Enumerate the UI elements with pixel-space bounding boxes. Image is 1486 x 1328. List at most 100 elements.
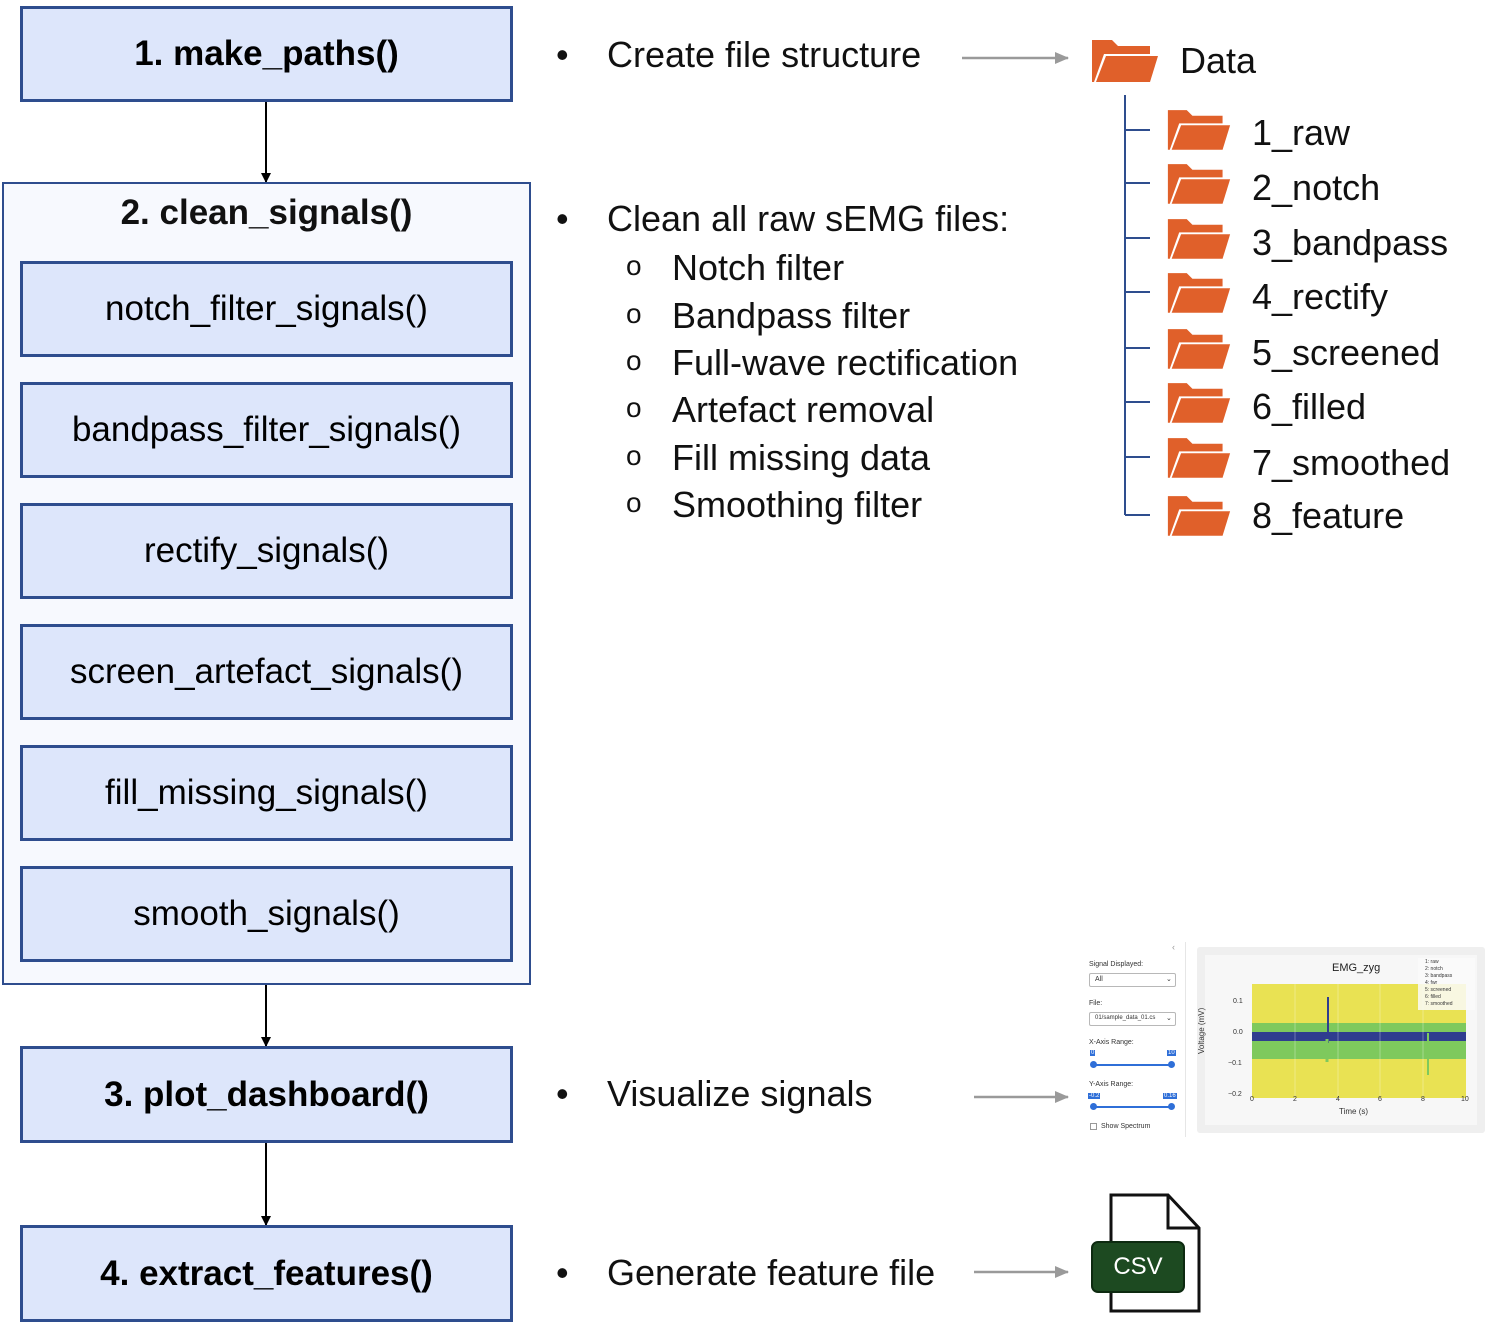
- x-range-max-value: 10: [1167, 1050, 1176, 1056]
- signal-select[interactable]: All ⌄: [1089, 973, 1176, 987]
- folder-label-screened: 5_screened: [1252, 332, 1441, 373]
- clean-item-fill: Fill missing data: [672, 437, 931, 478]
- clean-item-bandpass: Bandpass filter: [672, 295, 911, 336]
- y-range-min-value: -0.2: [1088, 1093, 1101, 1099]
- make-paths-label: 1. make_paths(): [134, 34, 399, 73]
- sub-bullet: o: [626, 392, 642, 423]
- folder-icon: [1167, 273, 1231, 313]
- folder-root-label: Data: [1180, 40, 1257, 81]
- csv-badge: CSV: [1091, 1241, 1185, 1293]
- x-range-min-handle[interactable]: [1090, 1061, 1097, 1068]
- clean-signals-label: 2. clean_signals(): [120, 193, 413, 232]
- bullet-dot: •: [556, 1252, 569, 1293]
- legend-entry: 2: notch: [1425, 966, 1443, 972]
- rectify-box: rectify_signals(): [20, 503, 513, 599]
- bandpass-filter-label: bandpass_filter_signals(): [71, 410, 462, 449]
- clean-item-artefact: Artefact removal: [672, 389, 935, 430]
- folder-icon: [1167, 329, 1231, 369]
- y-axis-label: Voltage (mV): [1197, 1007, 1206, 1054]
- sub-bullet: o: [626, 440, 642, 471]
- y-range-max-value: 0.16: [1163, 1093, 1177, 1099]
- y-range-min-handle[interactable]: [1090, 1103, 1097, 1110]
- legend-entry: 6: filled: [1425, 994, 1441, 1000]
- legend-box: [1418, 958, 1475, 1010]
- legend-entry: 3: bandpass: [1425, 973, 1453, 979]
- bandpass-filter-box: bandpass_filter_signals(): [20, 382, 513, 478]
- folder-tree-lines: [1124, 95, 1150, 516]
- smooth-label: smooth_signals(): [133, 894, 400, 933]
- plot-dashboard-box: 3. plot_dashboard(): [20, 1046, 513, 1143]
- clean-item-smoothing: Smoothing filter: [672, 484, 923, 525]
- signal-select-value: All: [1095, 976, 1103, 983]
- folder-label-smoothed: 7_smoothed: [1252, 442, 1451, 483]
- y-tick-label: 0.0: [1233, 1029, 1243, 1036]
- x-range-track[interactable]: [1092, 1064, 1172, 1066]
- y-tick-label: −0.1: [1228, 1060, 1242, 1067]
- x-tick-label: 6: [1378, 1096, 1382, 1103]
- folder-label-rectify: 4_rectify: [1252, 276, 1389, 317]
- screen-artefact-label: screen_artefact_signals(): [70, 652, 463, 691]
- chevron-down-icon: ⌄: [1166, 1015, 1172, 1022]
- panel-divider: [1185, 942, 1186, 1137]
- clean-item-notch: Notch filter: [672, 247, 845, 288]
- y-tick-label: 0.1: [1233, 998, 1243, 1005]
- y-tick-label: −0.2: [1228, 1091, 1242, 1098]
- collapse-chevron-icon[interactable]: ‹: [1172, 942, 1175, 952]
- sub-bullet: o: [626, 345, 642, 376]
- folder-label-notch: 2_notch: [1252, 167, 1381, 208]
- dashboard-thumbnail: ‹ Signal Displayed: All ⌄ File: 01/sampl…: [1085, 942, 1485, 1137]
- file-select[interactable]: 01/sample_data_01.cs ⌄: [1089, 1012, 1176, 1026]
- make-paths-box: 1. make_paths(): [20, 6, 513, 102]
- x-range-label: X-Axis Range:: [1089, 1039, 1134, 1046]
- x-tick-label: 2: [1293, 1096, 1297, 1103]
- notch-filter-label: notch_filter_signals(): [105, 289, 428, 328]
- x-range-min-value: 0: [1090, 1050, 1096, 1056]
- file-label: File:: [1089, 1000, 1103, 1007]
- show-spectrum-label: Show Spectrum: [1101, 1123, 1151, 1130]
- fill-missing-label: fill_missing_signals(): [105, 773, 428, 812]
- clean-item-rectification: Full-wave rectification: [672, 342, 1019, 383]
- plot-dashboard-label: 3. plot_dashboard(): [104, 1074, 429, 1114]
- sub-bullet: o: [626, 250, 642, 281]
- extract-features-box: 4. extract_features(): [20, 1225, 513, 1322]
- legend-entry: 1: raw: [1425, 959, 1439, 965]
- show-spectrum-checkbox[interactable]: [1090, 1123, 1097, 1130]
- extract-features-label: 4. extract_features(): [100, 1253, 433, 1293]
- smooth-box: smooth_signals(): [20, 866, 513, 962]
- folder-icon: [1167, 164, 1231, 204]
- folder-label-feature: 8_feature: [1252, 495, 1405, 536]
- signal-core-band: [1252, 1032, 1466, 1041]
- sub-bullet: o: [626, 298, 642, 329]
- folder-label-raw: 1_raw: [1252, 112, 1351, 153]
- chevron-down-icon: ⌄: [1166, 976, 1172, 983]
- x-tick-label: 4: [1336, 1096, 1340, 1103]
- emg-plot: [1205, 955, 1477, 1125]
- create-structure-text: Create file structure: [607, 34, 922, 75]
- x-tick-label: 8: [1421, 1096, 1425, 1103]
- folder-icon: [1167, 219, 1231, 259]
- y-range-max-handle[interactable]: [1168, 1103, 1175, 1110]
- folder-icon: [1167, 496, 1231, 536]
- x-range-max-handle[interactable]: [1168, 1061, 1175, 1068]
- x-tick-label: 0: [1250, 1096, 1254, 1103]
- csv-label: CSV: [1113, 1253, 1163, 1280]
- bullet-dot: •: [556, 198, 569, 239]
- folder-icon: [1167, 383, 1231, 423]
- legend-entry: 5: screened: [1425, 987, 1452, 993]
- generate-text: Generate feature file: [607, 1252, 936, 1293]
- notch-filter-box: notch_filter_signals(): [20, 261, 513, 357]
- folder-label-bandpass: 3_bandpass: [1252, 222, 1449, 263]
- visualize-text: Visualize signals: [607, 1073, 873, 1114]
- folder-icon: [1167, 110, 1231, 150]
- x-axis-label: Time (s): [1339, 1107, 1369, 1116]
- bullet-dot: •: [556, 1073, 569, 1114]
- bullet-dot: •: [556, 34, 569, 75]
- legend-entry: 4: fwr: [1425, 980, 1438, 986]
- rectify-label: rectify_signals(): [143, 531, 390, 570]
- legend-entry: 7: smoothed: [1425, 1001, 1453, 1007]
- signal-displayed-label: Signal Displayed:: [1089, 961, 1144, 968]
- fill-missing-box: fill_missing_signals(): [20, 745, 513, 841]
- y-range-track[interactable]: [1092, 1106, 1172, 1108]
- y-range-label: Y-Axis Range:: [1089, 1081, 1134, 1088]
- folder-icon: [1167, 438, 1231, 478]
